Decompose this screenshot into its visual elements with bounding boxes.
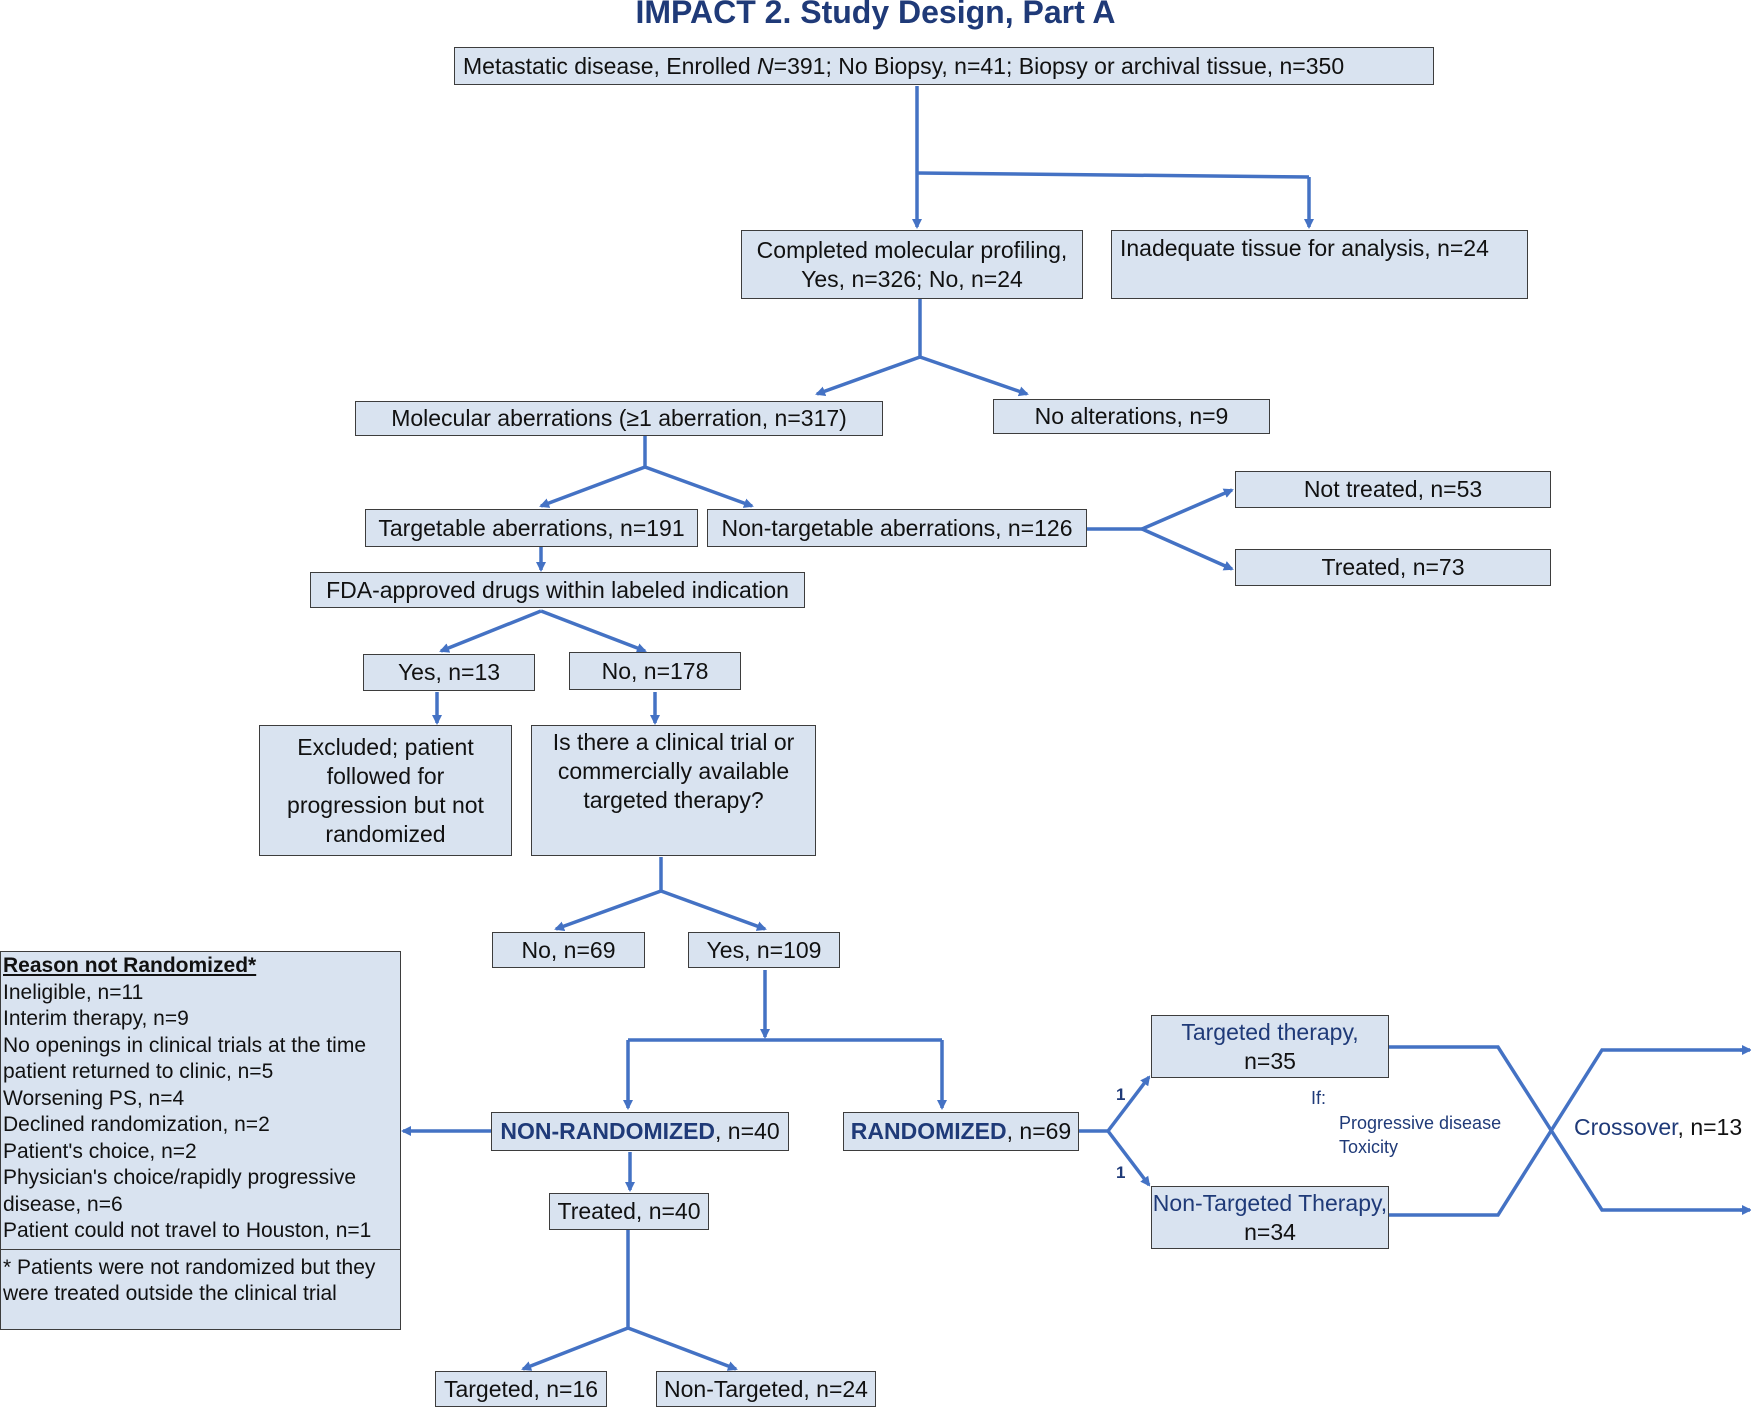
- crossover-label: Crossover, n=13: [1572, 1114, 1745, 1141]
- connector: [1388, 1048, 1748, 1217]
- targetable-box: Targetable aberrations, n=191: [365, 509, 698, 547]
- ratio-bottom-label: 1: [1116, 1163, 1126, 1182]
- non-randomized-count: , n=40: [715, 1118, 780, 1144]
- reason-divider: [1, 1248, 400, 1250]
- ratio-top-label: 1: [1116, 1085, 1126, 1104]
- arrow: [1106, 1075, 1151, 1133]
- arrow: [521, 1326, 629, 1371]
- randomized-count: , n=69: [1006, 1118, 1072, 1144]
- targeted-therapy-box: Targeted therapy, n=35: [1151, 1015, 1389, 1078]
- non-targeted-therapy-line-2: n=34: [1244, 1218, 1296, 1245]
- yes-109-box: Yes, n=109: [688, 932, 840, 968]
- arrow: [554, 889, 662, 931]
- crossover-word: Crossover: [1574, 1114, 1678, 1140]
- targeted-16-box: Targeted, n=16: [435, 1371, 607, 1407]
- reason-item: Worsening PS, n=4: [3, 1086, 185, 1110]
- trial-question-box: Is there a clinical trial or commerciall…: [531, 725, 816, 856]
- reason-not-randomized-box: Reason not Randomized* Ineligible, n=11 …: [0, 951, 401, 1330]
- page-title: IMPACT 2. Study Design, Part A: [635, 0, 1116, 30]
- connector: [1388, 1045, 1748, 1212]
- not-treated-box: Not treated, n=53: [1235, 471, 1551, 508]
- randomized-label: RANDOMIZED: [850, 1118, 1007, 1144]
- crossover-condition-progressive: Progressive disease: [1339, 1113, 1502, 1133]
- arrow: [815, 355, 921, 397]
- reason-item: Patient's choice, n=2: [3, 1139, 197, 1163]
- non-targeted-therapy-box: Non-Targeted Therapy, n=34: [1151, 1186, 1389, 1249]
- reason-heading: Reason not Randomized*: [3, 954, 257, 977]
- arrow: [1141, 488, 1234, 531]
- non-targeted-therapy-line-1: Non-Targeted Therapy,: [1152, 1189, 1388, 1216]
- crossover-if-label: If:: [1311, 1088, 1327, 1108]
- arrow: [539, 465, 646, 508]
- enrolled-label-pre: Metastatic disease, Enrolled: [463, 52, 758, 79]
- connector: [916, 171, 1310, 179]
- reason-item: Ineligible, n=11: [3, 980, 144, 1004]
- arrow: [644, 465, 754, 508]
- reason-item: No openings in clinical trials at the ti…: [3, 1033, 367, 1084]
- arrow: [1106, 1129, 1151, 1187]
- non-targeted-24-box: Non-Targeted, n=24: [656, 1371, 876, 1407]
- randomized-box: RANDOMIZED, n=69: [843, 1112, 1079, 1151]
- arrow: [540, 609, 647, 653]
- reason-item: Physician's choice/rapidly progressive d…: [3, 1166, 357, 1216]
- reason-item: Interim therapy, n=9: [3, 1007, 189, 1030]
- excluded-box: Excluded; patient followed for progressi…: [259, 725, 512, 856]
- treated-40-box: Treated, n=40: [549, 1193, 709, 1230]
- reason-item: Patient could not travel to Houston, n=1: [3, 1219, 372, 1242]
- arrow: [919, 355, 1029, 397]
- crossover-count: , n=13: [1677, 1114, 1743, 1140]
- non-randomized-label: NON-RANDOMIZED: [500, 1118, 716, 1144]
- no-69-box: No, n=69: [492, 932, 645, 968]
- aberrations-box: Molecular aberrations (≥1 aberration, n=…: [355, 401, 883, 436]
- enrolled-label-n: N: [757, 52, 774, 79]
- non-targetable-box: Non-targetable aberrations, n=126: [707, 509, 1087, 547]
- profiling-box: Completed molecular profiling, Yes, n=32…: [741, 230, 1083, 299]
- treated-73-box: Treated, n=73: [1235, 549, 1551, 586]
- enrolled-label-post: =391; No Biopsy, n=41; Biopsy or archiva…: [773, 52, 1345, 79]
- enrolled-box: Metastatic disease, Enrolled N=391; No B…: [454, 47, 1434, 85]
- arrow: [439, 609, 542, 653]
- non-randomized-box: NON-RANDOMIZED, n=40: [491, 1112, 789, 1151]
- profiling-line-2: Yes, n=326; No, n=24: [801, 265, 1023, 292]
- no-178-box: No, n=178: [569, 652, 741, 690]
- reason-footnote: * Patients were not randomized but they …: [3, 1255, 376, 1306]
- arrow: [660, 889, 767, 931]
- profiling-line-1: Completed molecular profiling,: [756, 236, 1068, 263]
- no-alterations-box: No alterations, n=9: [993, 399, 1270, 434]
- arrow: [627, 1326, 738, 1371]
- reason-item: Declined randomization, n=2: [3, 1113, 270, 1136]
- fda-box: FDA-approved drugs within labeled indica…: [310, 572, 805, 608]
- inadequate-box: Inadequate tissue for analysis, n=24: [1111, 230, 1528, 299]
- targeted-therapy-line-2: n=35: [1244, 1047, 1296, 1074]
- yes-13-box: Yes, n=13: [363, 654, 535, 691]
- arrow: [1141, 527, 1234, 571]
- crossover-condition-toxicity: Toxicity: [1339, 1137, 1399, 1157]
- targeted-therapy-line-1: Targeted therapy,: [1181, 1018, 1359, 1045]
